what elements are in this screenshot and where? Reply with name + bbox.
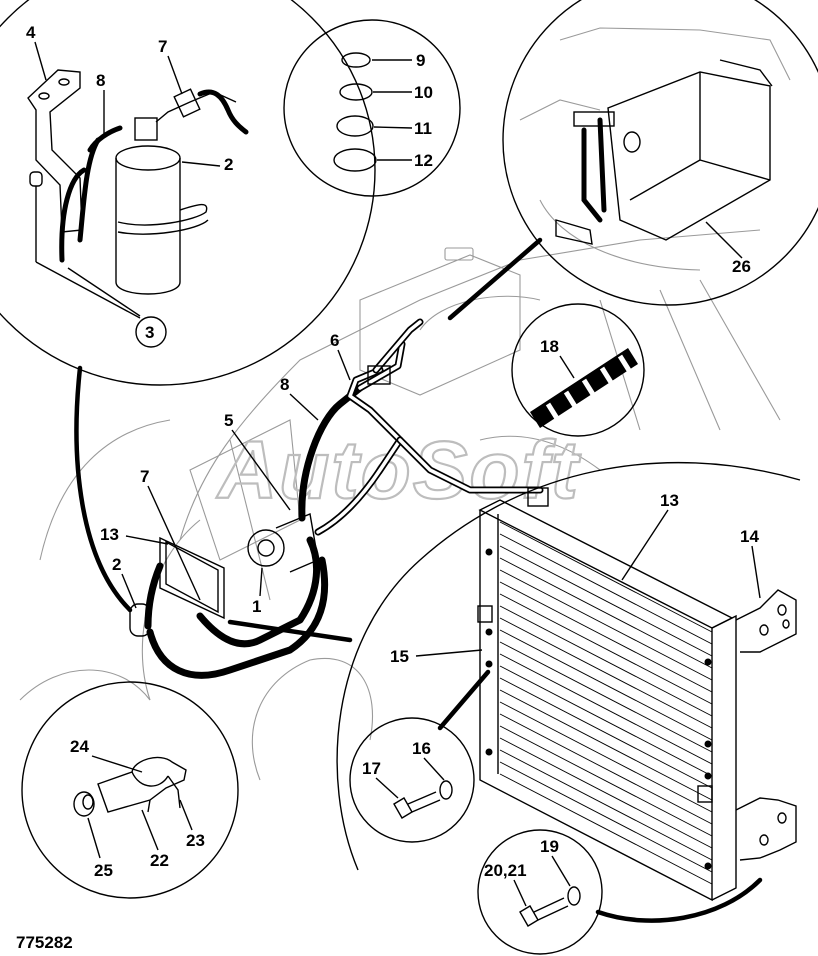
receiver-drier-detail (0, 0, 376, 386)
callout-3: 3 (145, 323, 154, 342)
callout-23: 23 (186, 831, 205, 850)
callout-1: 1 (252, 597, 261, 616)
callout-18: 18 (540, 337, 559, 356)
hose-sleeve-detail (511, 303, 645, 437)
condenser-detail (336, 461, 801, 902)
callout-2: 2 (224, 155, 233, 174)
condenser-fins (499, 521, 713, 885)
callout-7: 7 (140, 467, 149, 486)
callout-11: 11 (414, 119, 432, 138)
callout-3-circle (135, 316, 167, 348)
callout-26: 26 (732, 257, 751, 276)
pipe-clamp-detail (21, 681, 239, 899)
callout-10: 10 (414, 83, 433, 102)
callout-13: 13 (660, 491, 679, 510)
callout-14: 14 (740, 527, 759, 546)
callout-6: 6 (330, 331, 339, 350)
callout-9: 9 (416, 51, 425, 70)
callout-24: 24 (70, 737, 89, 756)
evaporator-detail (502, 0, 818, 306)
callout-25: 25 (94, 861, 113, 880)
main-hose-assembly (129, 318, 544, 679)
callout-7: 7 (158, 37, 167, 56)
callout-15: 15 (390, 647, 409, 666)
callout-4: 4 (26, 23, 36, 42)
callout-22: 22 (150, 851, 169, 870)
callout-19: 19 (540, 837, 559, 856)
o-rings-detail (283, 19, 461, 197)
callout-17: 17 (362, 759, 381, 778)
callout-12: 12 (414, 151, 433, 170)
callout-2: 2 (112, 555, 121, 574)
bolt-washer-detail-16-17 (349, 669, 491, 843)
callout-5: 5 (224, 411, 233, 430)
callout-13: 13 (100, 525, 119, 544)
bolt-washer-detail-19-21 (477, 829, 763, 955)
figure-number: 775282 (16, 933, 73, 952)
callout-20-21: 20,21 (484, 861, 527, 880)
callout-16: 16 (412, 739, 431, 758)
callout-8: 8 (280, 375, 289, 394)
machine-background-outline (19, 229, 781, 781)
callout-8: 8 (96, 71, 105, 90)
